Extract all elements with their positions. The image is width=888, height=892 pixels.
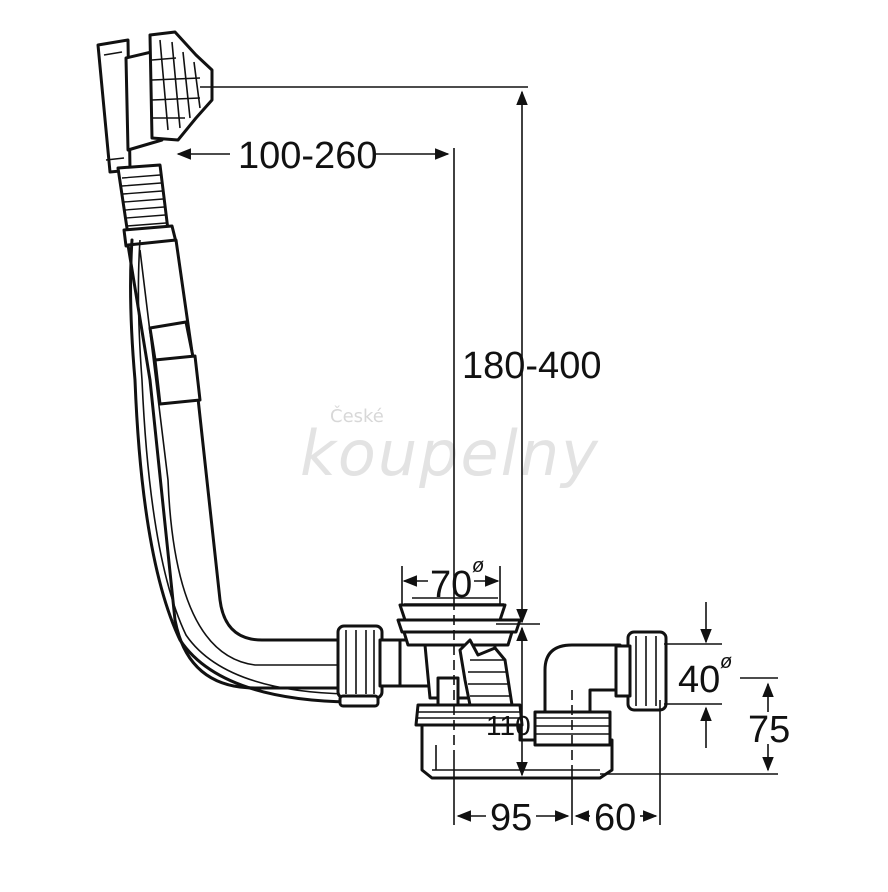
dimension-vertical-height: 180-400 [462, 345, 601, 387]
waste-outlet [396, 597, 522, 710]
overflow-head [96, 30, 214, 174]
union-nut-right [614, 630, 668, 712]
dimension-lines [176, 86, 778, 825]
dimension-pipe-diameter: 40 [678, 659, 720, 701]
dimension-pipe-height: 75 [748, 709, 790, 751]
dimension-trap-depth: 110 [486, 710, 531, 741]
watermark-line1: České [330, 405, 384, 427]
outlet-diameter-symbol: ø [472, 555, 484, 577]
watermark: České koupelny [300, 405, 600, 490]
dimension-offset-right: 60 [594, 797, 636, 839]
dimension-outlet-diameter: 70 [430, 564, 472, 606]
union-nut-left [336, 624, 437, 708]
watermark-line2: koupelny [300, 417, 600, 490]
pipe-diameter-symbol: ø [720, 651, 732, 673]
overflow-spring [116, 163, 178, 248]
dimension-offset-left: 95 [490, 797, 532, 839]
bowden-cable [129, 238, 352, 704]
dimension-horizontal-top: 100-260 [238, 135, 377, 177]
